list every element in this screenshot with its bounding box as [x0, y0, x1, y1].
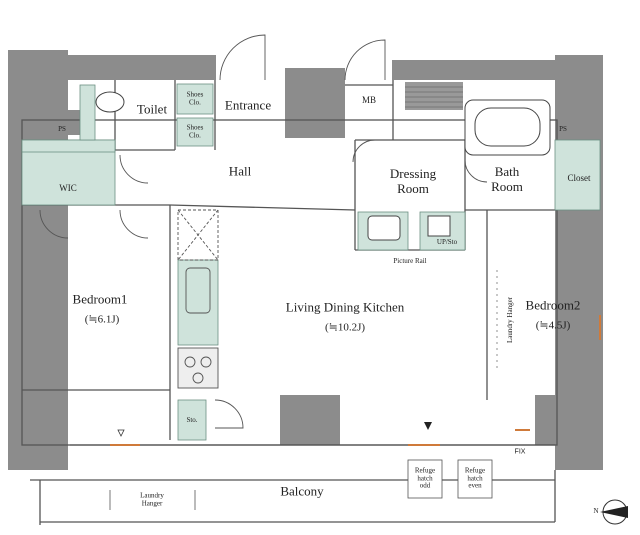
bedroom2-label: Bedroom2 — [525, 297, 581, 313]
bathtub — [464, 99, 551, 156]
laundry-hanger-vertical-label: Laundry Hanger — [506, 296, 514, 344]
window-markers — [110, 315, 601, 446]
kitchen-storage-label: Sto. — [186, 416, 198, 425]
balcony-laundry-hanger — [109, 490, 196, 510]
shoes-closet-1-label: Shoes Clo. — [186, 90, 204, 106]
door-swings — [39, 34, 488, 429]
bath-room-label: Bath Room — [491, 164, 523, 194]
toilet-label: Toilet — [136, 101, 168, 117]
laundry-hanger-balcony-label: Laundry Hanger — [140, 491, 164, 507]
ps-right-label: PS — [559, 125, 567, 134]
hall-label: Hall — [228, 163, 252, 179]
vanity-sink — [367, 215, 451, 241]
bedroom1-label: Bedroom1 — [72, 291, 128, 307]
fix-label: FIX — [514, 448, 526, 456]
refuge-hatches — [407, 459, 493, 499]
ldk-label: Living Dining Kitchen — [285, 299, 405, 315]
closet-label: Closet — [567, 172, 591, 183]
refuge-hatch-odd-label: Refuge hatch odd — [414, 466, 436, 490]
toilet-bowl — [95, 91, 125, 113]
storage-shelf — [405, 82, 463, 110]
compass — [600, 499, 628, 525]
ldk-area: (≒10.2J) — [324, 321, 366, 334]
entrance-label: Entrance — [224, 97, 272, 113]
up-storage-label: UP/Sto — [436, 238, 458, 247]
compass-label: N — [593, 507, 599, 516]
balcony-label: Balcony — [280, 483, 324, 499]
ps-left-label: PS — [58, 125, 66, 134]
picture-rail-label: Picture Rail — [393, 257, 427, 266]
shoes-closet-2-label: Shoes Clo. — [186, 123, 204, 139]
mb-label: MB — [361, 94, 377, 105]
kitchen-fixtures — [177, 209, 219, 389]
wic-label: WIC — [59, 182, 77, 193]
bedroom1-area: (≒6.1J) — [84, 313, 120, 326]
dressing-room-label: Dressing Room — [389, 166, 437, 196]
refuge-hatch-even-label: Refuge hatch even — [464, 466, 486, 490]
bedroom2-area: (≒4.5J) — [535, 319, 571, 332]
